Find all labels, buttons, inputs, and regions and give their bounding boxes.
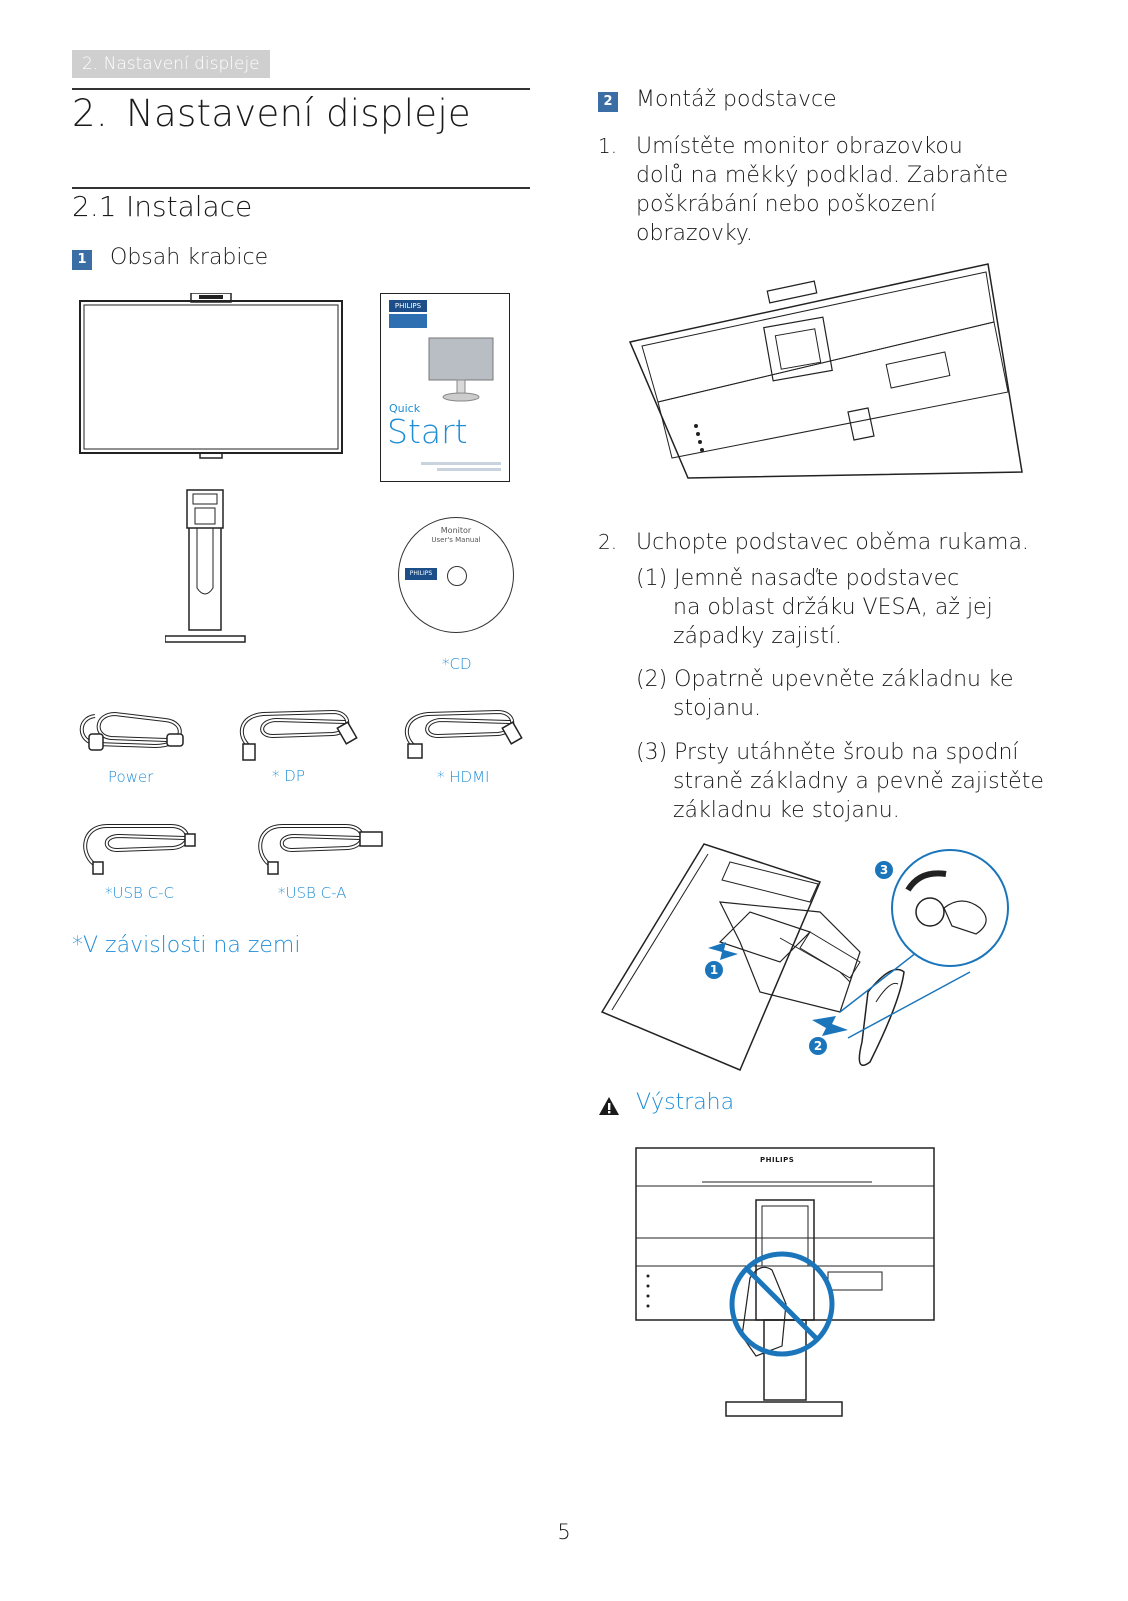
step-1-text: Umístěte monitor obrazovkou dolů na měkk…	[636, 132, 1008, 248]
quick-start-title: Start	[387, 412, 468, 451]
cd-brand: PHILIPS	[405, 568, 437, 580]
substep-3-label: (3)	[636, 740, 668, 765]
substep-3-line: Prsty utáhněte šroub na spodní	[674, 740, 1019, 765]
usb-ca-cable-illustration	[258, 824, 383, 875]
page-number: 5	[557, 1520, 571, 1544]
step-1-line: obrazovky.	[636, 221, 753, 246]
substep-2-line: Opatrně upevněte základnu ke	[674, 667, 1014, 692]
power-caption: Power	[108, 768, 154, 786]
monitor-face-down-illustration	[628, 263, 1023, 479]
substep-3-line: základnu ke stojanu.	[673, 798, 900, 823]
step-1-number: 1.	[598, 134, 618, 158]
assembly-step-marker: 2	[814, 1039, 822, 1053]
section-rule	[72, 187, 530, 189]
substep-2-label: (2)	[636, 667, 668, 692]
section-title: 2.1 Instalace	[72, 190, 252, 223]
step-2-text: Uchopte podstavec oběma rukama.	[636, 530, 1029, 555]
quick-start-booklet: PHILIPS Quick Start	[380, 293, 510, 482]
quick-start-brand-strip	[389, 314, 427, 328]
cd-caption: *CD	[442, 655, 472, 673]
chapter-number: 2.	[72, 92, 108, 135]
chapter-rule	[72, 88, 530, 90]
substep-1-label: (1)	[636, 566, 668, 591]
substep-1: (1) Jemně nasaďte podstavec na oblast dr…	[636, 564, 993, 651]
usb-cc-cable-illustration	[83, 824, 196, 875]
cd-subtitle: User's Manual	[431, 536, 481, 544]
assembly-step-marker: 3	[880, 863, 888, 877]
cd-hole	[447, 566, 467, 586]
power-cable-illustration	[79, 711, 184, 751]
substep-1-line: na oblast držáku VESA, až jej	[673, 595, 993, 620]
chapter-title-text: Nastavení displeje	[126, 92, 471, 135]
quick-start-monitor-image	[428, 337, 494, 402]
quick-start-fine-print	[421, 462, 501, 465]
substep-2-line: stojanu.	[673, 696, 762, 721]
cd-disc: Monitor User's Manual PHILIPS	[398, 517, 514, 633]
substep-3-line: straně základny a pevně zajistěte	[673, 769, 1044, 794]
stand-illustration	[165, 489, 246, 643]
dp-cable-illustration	[239, 709, 358, 761]
warning-title: Výstraha	[636, 1090, 735, 1115]
step-1-line: Umístěte monitor obrazovkou	[636, 134, 963, 159]
hdmi-cable-illustration	[404, 709, 523, 759]
stand-assembly-illustration: 1 2 3	[600, 843, 1009, 1071]
monitor-front-illustration	[79, 293, 343, 459]
section-number: 2.1	[72, 190, 117, 223]
quick-start-fine-print-2	[437, 468, 501, 471]
step-1-line: dolů na měkký podklad. Zabraňte	[636, 163, 1009, 188]
step-1-line: poškrábání nebo poškození	[636, 192, 936, 217]
substep-3: (3) Prsty utáhněte šroub na spodní stran…	[636, 738, 1044, 825]
box-contents-title: Obsah krabice	[110, 245, 269, 270]
quick-start-brand: PHILIPS	[389, 300, 427, 312]
running-header: 2. Nastavení displeje	[72, 50, 270, 78]
dp-caption: * DP	[272, 767, 305, 785]
section-title-text: Instalace	[126, 190, 253, 223]
subsection-badge-2: 2	[598, 92, 618, 112]
stand-install-title: Montáž podstavce	[636, 87, 837, 112]
usb-ca-caption: *USB C-A	[278, 884, 347, 902]
warning-icon	[599, 1097, 619, 1115]
step-2-number: 2.	[598, 530, 618, 554]
warning-monitor-brand: PHILIPS	[760, 1156, 795, 1164]
quick-start-label: Quick	[389, 402, 421, 415]
subsection-badge-1: 1	[72, 250, 92, 270]
assembly-step-marker: 1	[710, 963, 718, 977]
substep-1-line: Jemně nasaďte podstavec	[674, 566, 960, 591]
hdmi-caption: * HDMI	[437, 768, 490, 786]
substep-1-line: západky zajistí.	[673, 624, 842, 649]
cd-title: Monitor	[440, 526, 472, 535]
substep-2: (2) Opatrně upevněte základnu ke stojanu…	[636, 665, 1014, 723]
usb-cc-caption: *USB C-C	[105, 884, 174, 902]
country-note: *V závislosti na zemi	[72, 933, 301, 958]
warning-illustration	[635, 1147, 935, 1417]
chapter-title: 2. Nastavení displeje	[72, 92, 471, 135]
